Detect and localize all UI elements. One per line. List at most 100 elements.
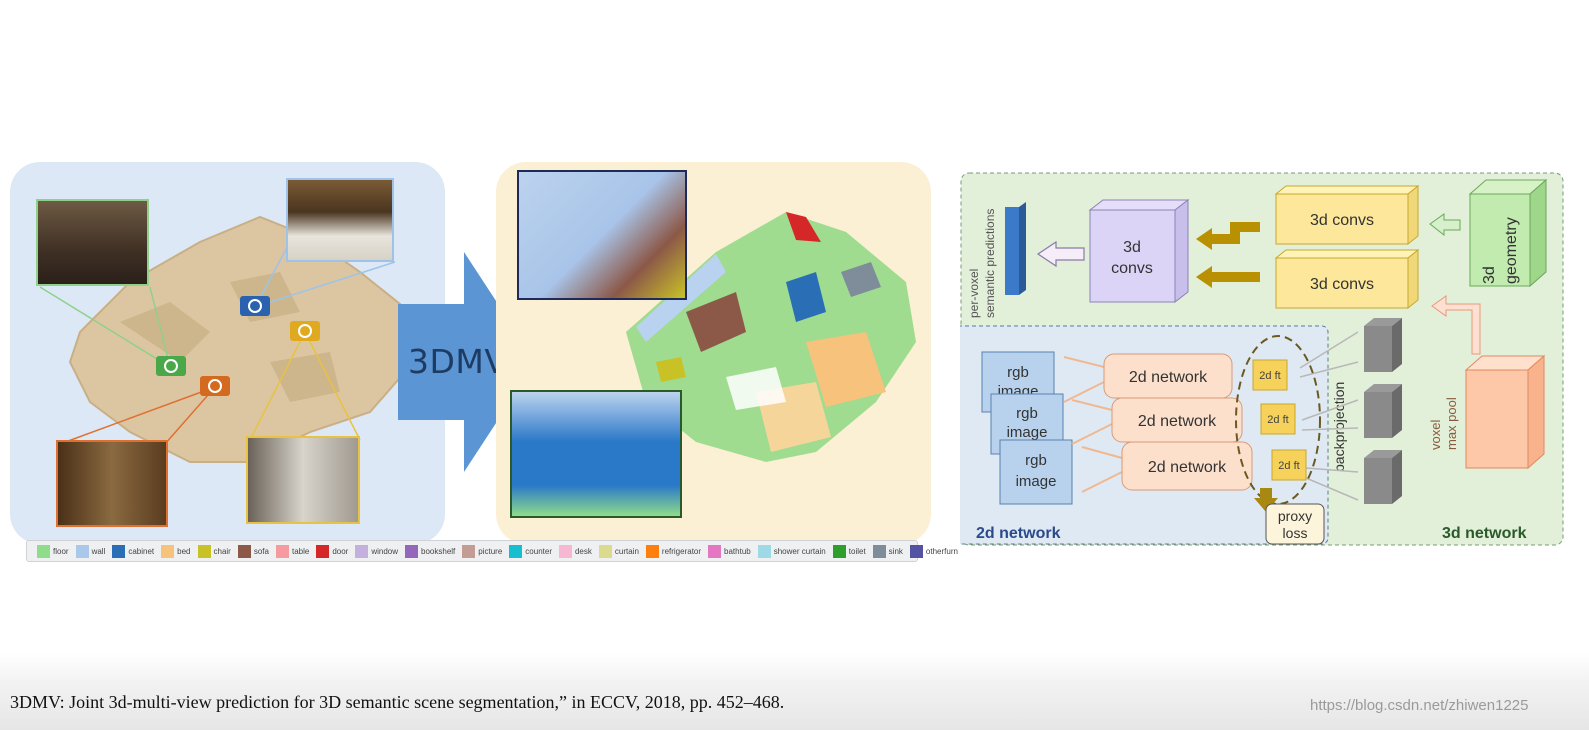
rgb-image-input: rgb image [999,439,1073,505]
legend-item: wall [75,544,106,558]
svg-text:2d network: 2d network [1129,369,1208,386]
legend-item: counter [509,544,552,558]
legend-item: chair [197,544,231,558]
svg-text:2d network: 2d network [1138,413,1217,430]
legend-label: refrigerator [661,546,702,556]
2d-feature-box: 2d ft [1260,403,1296,435]
feature-volume-cube [1364,384,1402,438]
legend-swatch [832,544,846,558]
legend-label: bed [177,546,191,556]
view-photo-bedroom [286,178,394,262]
legend-item: toilet [832,544,866,558]
3d-convs-features-block [1275,257,1409,309]
legend-label: chair [213,546,231,556]
legend-swatch [757,544,771,558]
legend-label: wall [91,546,106,556]
merge-arrow [1196,222,1260,250]
output-arrow [1036,240,1085,268]
legend-swatch [75,544,89,558]
pipeline-arrow [398,252,536,472]
legend-swatch [405,544,419,558]
legend-item: sofa [237,544,269,558]
legend-item: bed [161,544,191,558]
legend-item: table [275,544,310,558]
source-watermark: https://blog.csdn.net/zhiwen1225 [1310,697,1529,714]
legend-item: floor [37,544,69,558]
sink-segment [841,262,881,297]
geometry-arrow [1429,213,1461,237]
bed-segment [806,332,886,407]
camera-icon [240,296,270,316]
legend-swatch [909,544,923,558]
svg-text:3d convs: 3d convs [1310,276,1374,293]
view-photo-bathroom [246,436,360,524]
proxy-loss-box: proxy loss [1265,503,1325,545]
legend-label: window [371,546,399,556]
legend-swatch [872,544,886,558]
legend-swatch [558,544,572,558]
legend-label: bathtub [724,546,751,556]
camera-icon [290,321,320,341]
legend-swatch [197,544,211,558]
door-segment [786,212,821,242]
3d-convs-geometry-block [1275,193,1409,245]
legend-swatch [37,544,50,558]
legend-item: picture [462,544,502,558]
2d-network-block: 2d network [1111,397,1243,443]
3d-network-label: 3d network [1442,525,1527,542]
legend-label: table [291,546,310,556]
svg-text:image: image [1016,473,1057,490]
cabinet-segment [786,272,826,322]
legend-label: curtain [614,546,639,556]
legend-item: door [316,544,348,558]
view-photo-living-room [36,199,149,286]
voxel-feature-arrow [1431,295,1481,355]
svg-text:3d convs: 3d convs [1310,212,1374,229]
segmented-scene-illustration [626,212,916,462]
legend-label: sink [888,546,903,556]
legend-swatch [355,544,369,558]
legend-label: cabinet [128,546,155,556]
legend-swatch [112,544,126,558]
svg-text:rgb: rgb [1007,364,1029,381]
legend-label: toilet [848,546,866,556]
legend-label: floor [53,546,69,556]
feature-volume-cube [1364,318,1402,372]
legend-item: bookshelf [405,544,455,558]
pipeline-arrow-label: 3DMV [408,342,508,381]
3d-geometry-input [1469,193,1531,287]
legend-label: counter [525,546,552,556]
figure-caption: 3DMV: Joint 3d-multi-view prediction for… [10,692,785,712]
sofa-segment [686,292,746,352]
legend-label: otherfurn [925,546,958,556]
scan-furniture [120,272,340,402]
legend-item: bathtub [708,544,751,558]
camera-icon [200,376,230,396]
legend-label: shower curtain [773,546,826,556]
voxel-max-pool-block [1465,369,1529,469]
legend-label: sofa [253,546,269,556]
svg-text:voxelmax pool: voxelmax pool [1428,397,1459,450]
legend-item: curtain [598,544,639,558]
legend-item: desk [558,544,592,558]
svg-text:3d: 3d [1123,239,1141,256]
svg-text:2d ft: 2d ft [1267,414,1288,426]
scan-mesh [68,215,412,463]
merge-arrow [1196,266,1260,288]
legend-item: refrigerator [645,544,702,558]
legend-swatch [645,544,659,558]
segmented-view-sofa [517,170,687,300]
legend-swatch [462,544,476,558]
svg-text:loss: loss [1283,525,1308,541]
class-legend: floor wall cabinet bed chair sofa table door win… [26,540,958,562]
3d-convs-fused-block [1089,209,1176,303]
input-scan-illustration [39,215,412,463]
segmented-view-cabinet [510,390,682,518]
2d-feature-box: 2d ft [1271,449,1307,481]
legend-item: shower curtain [757,544,826,558]
backprojection-label: backprojection [1331,382,1347,472]
legend-item: otherfurn [909,544,958,558]
legend-swatch [275,544,289,558]
prediction-bar [1005,207,1019,295]
